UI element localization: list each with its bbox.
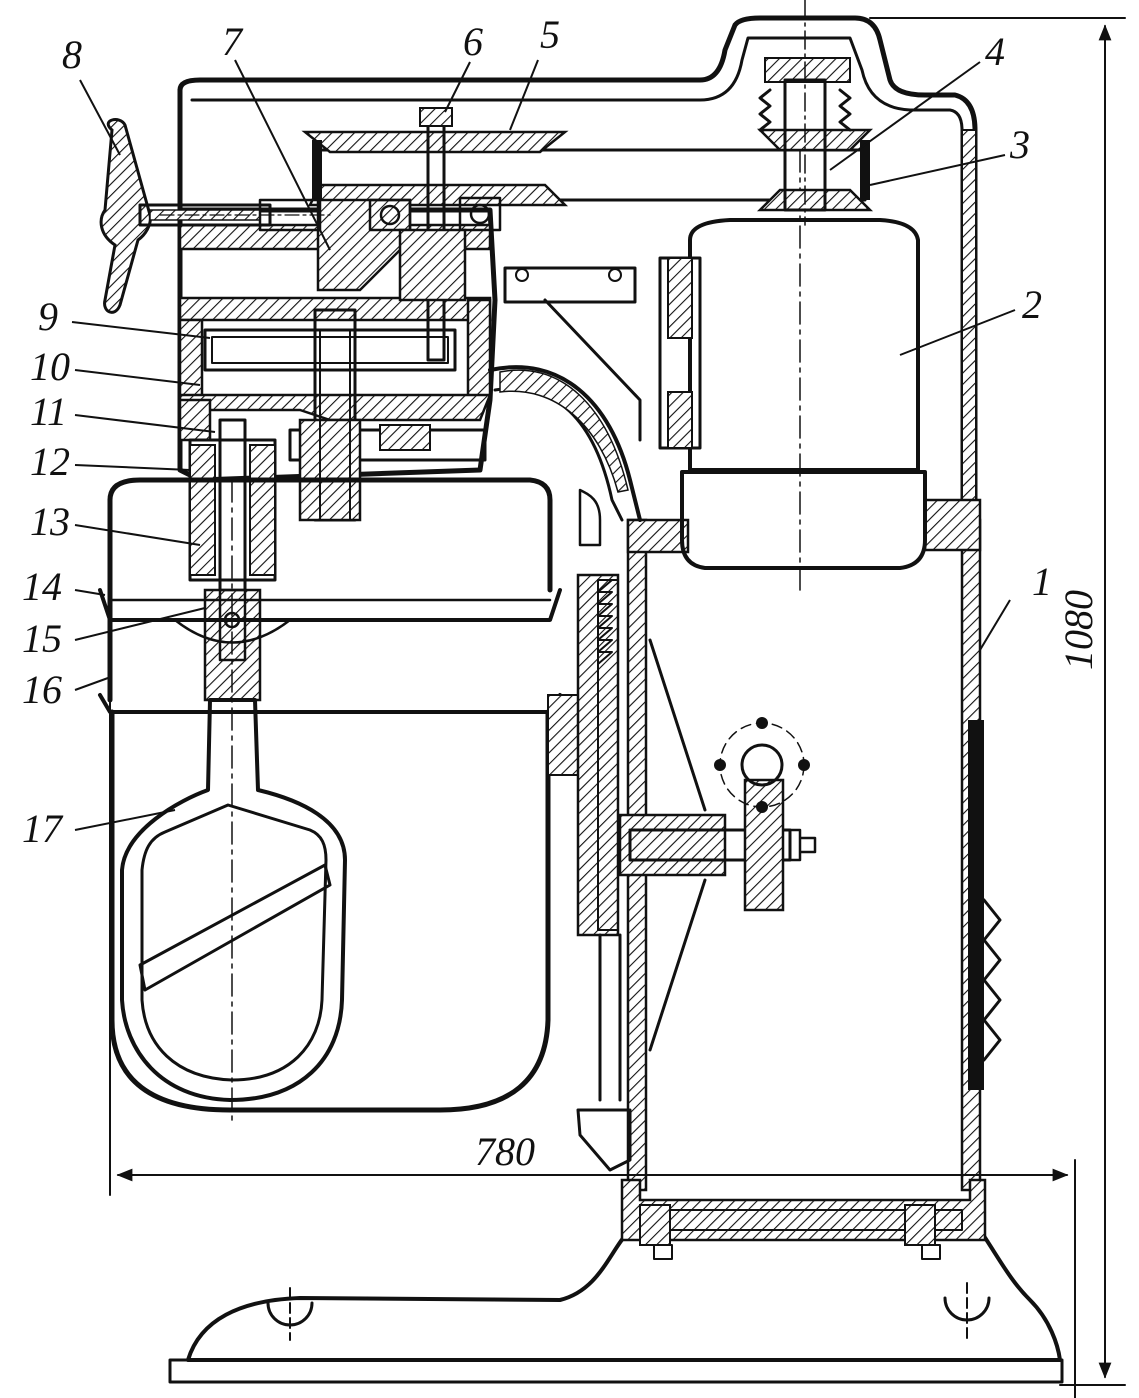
callout-17: 17 (22, 806, 64, 851)
gearbox-head (99, 87, 642, 522)
dimension-height-label: 1080 (1056, 590, 1101, 670)
dimension-width-label: 780 (475, 1129, 535, 1174)
callout-16: 16 (22, 667, 62, 712)
callout-2: 2 (1022, 282, 1042, 327)
dimension-height (869, 17, 1126, 1386)
bowl-lift-mechanism (576, 488, 817, 1172)
callout-10: 10 (30, 344, 70, 389)
bowl (98, 477, 579, 1113)
callout-5: 5 (540, 12, 560, 57)
base-plate (168, 1228, 1064, 1384)
callout-15: 15 (22, 616, 62, 661)
callout-13: 13 (30, 499, 70, 544)
spindle-assembly (188, 418, 277, 702)
callout-7: 7 (222, 19, 244, 64)
callout-14: 14 (22, 564, 62, 609)
callout-12: 12 (30, 439, 70, 484)
callout-labels: 1 2 3 4 5 6 7 8 9 10 11 12 13 14 15 16 1… (22, 12, 1052, 851)
callout-4: 4 (985, 29, 1005, 74)
beater (120, 479, 347, 1121)
dimension-width (109, 699, 1076, 1398)
callout-8: 8 (62, 32, 82, 77)
motor (503, 149, 927, 591)
leader-lines (71, 59, 1016, 831)
callout-9: 9 (38, 294, 58, 339)
column-housing (177, 15, 1002, 1260)
callout-6: 6 (463, 19, 483, 64)
callout-11: 11 (30, 389, 67, 434)
belt-drive (301, 0, 874, 226)
callout-1: 1 (1032, 559, 1052, 604)
callout-3: 3 (1009, 122, 1030, 167)
